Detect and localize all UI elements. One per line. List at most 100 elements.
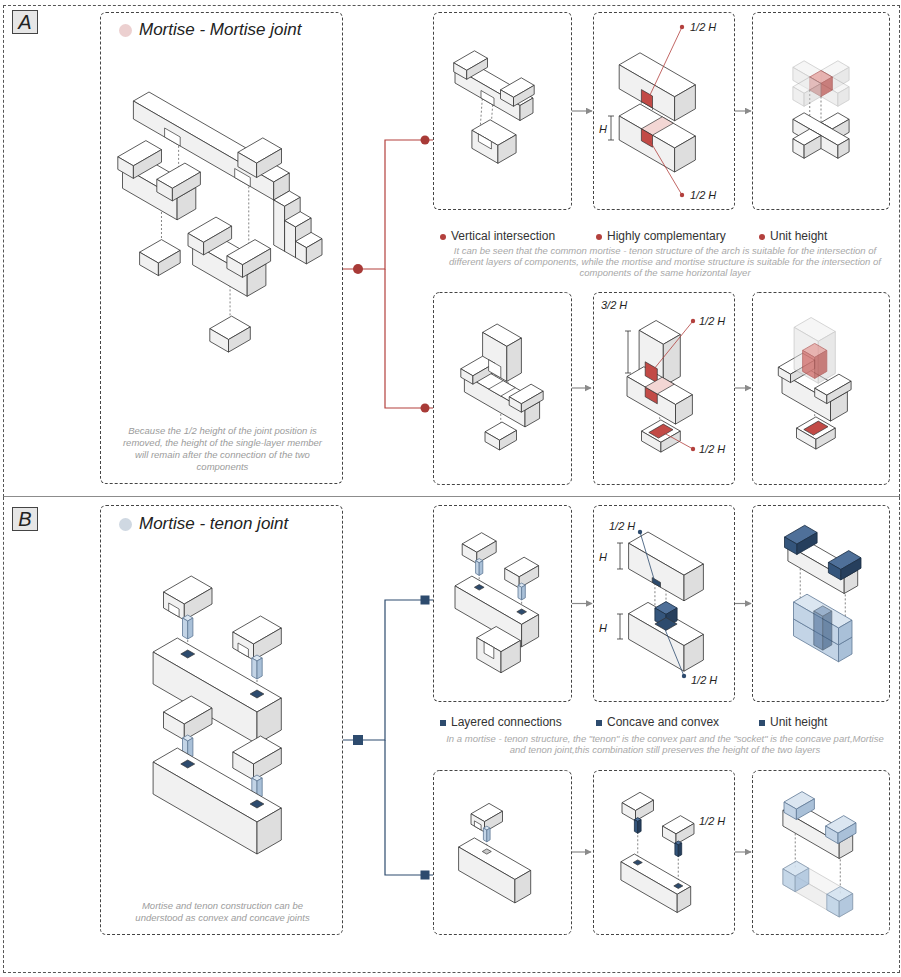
block-face [521,391,543,412]
step-arrow [572,387,591,388]
joint-face [481,91,494,106]
joint-face [250,690,264,698]
leader-line [664,433,693,449]
block-face [164,712,185,740]
component-drawing [619,53,695,172]
branch-dot [421,136,430,145]
component-drawing [621,792,694,912]
block-face [675,843,678,857]
block-face [839,894,853,917]
block-face [471,814,485,832]
block [164,696,213,740]
block [183,615,193,639]
component-drawing [785,525,862,662]
step-box: Vertical intersection [433,12,572,210]
block-face [838,823,856,844]
block [153,638,281,744]
leader-dot [691,447,695,451]
block [627,367,692,424]
block-face [793,67,838,106]
block-face [629,543,684,601]
block [233,616,281,660]
leader-dot [638,530,642,534]
block-face [663,335,680,387]
block [472,120,516,164]
block-face [172,172,200,201]
block-face [815,388,827,403]
dimension-label: 1/2 H [698,315,726,328]
branch-square [353,735,363,745]
block [454,51,488,80]
block [296,232,323,264]
block-face [793,87,804,107]
block [784,792,814,820]
leader-dot [691,319,695,323]
joint-face [489,381,516,396]
block-face [783,869,795,892]
joint-face [641,129,652,147]
block-face [823,611,832,650]
component-drawing [455,533,539,673]
joint-face [482,849,491,854]
step-box: 1/2 H [593,770,735,935]
block-face [784,802,796,820]
block [827,887,853,918]
dimension-tick [617,569,623,570]
joint-face [655,618,677,631]
block [252,655,262,679]
connector [343,140,433,269]
block-face [118,157,134,179]
block-face [793,139,804,159]
block-face [838,87,849,107]
block-face [841,558,861,580]
joint-face [250,800,264,808]
block [793,129,821,158]
block-face [233,632,254,660]
step-box: Layered connections [433,505,572,702]
joint-face [181,650,195,658]
block-face [252,658,257,679]
block-face [233,752,254,780]
component-drawing [461,324,543,450]
joint-face [181,760,195,768]
leader-line [662,622,684,676]
block [629,532,704,601]
dimension-tick [617,614,623,615]
step-arrow [735,387,751,388]
block [828,551,861,580]
block-face [663,826,677,844]
component-drawing [459,803,531,903]
block-face [522,615,539,647]
step-box: 1/2 HH1/2 HHighly complementary [593,12,735,210]
joint-panel: Mortise - tenon jointMortise and tenon c… [100,505,343,935]
title-dot [119,518,132,531]
block-face [296,241,307,264]
block-face [676,395,693,424]
step-box: 1/2 HHH1/2 HConcave and convex [593,505,735,702]
block-face [483,828,486,842]
block-face [306,239,322,264]
block-face [778,367,790,382]
block [483,826,490,842]
block-face [797,533,817,555]
block [803,343,827,378]
block-face [498,135,516,164]
panel-letter: B [12,507,38,531]
block [505,557,539,588]
joint-face [804,421,828,435]
block-face [153,652,257,744]
bullet-square [759,720,765,726]
block-face [257,658,262,679]
dimension-label: 1/2 H [698,443,726,456]
note-text: It can be seen that the common mortise -… [440,246,890,279]
block-face [157,179,173,201]
bullet-square [596,720,602,726]
joint-face [489,360,501,378]
dimension-tick [608,116,614,117]
note-text: In a mortise - tenon structure, the "ten… [440,734,890,756]
block-face [827,381,851,403]
block [783,861,809,892]
dimension-line [620,614,621,639]
block-face [838,139,849,159]
